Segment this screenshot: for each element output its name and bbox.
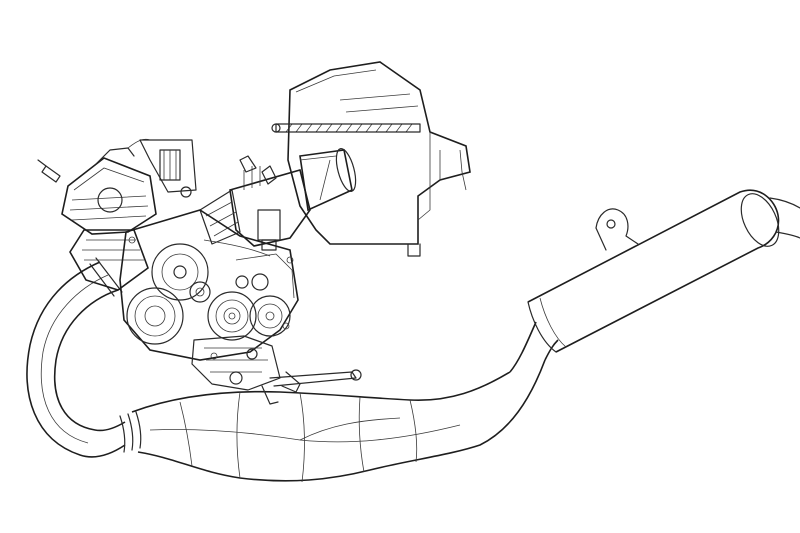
- silencer: [527, 189, 800, 353]
- exhaust-pipe: [26, 257, 559, 483]
- airbox: [271, 61, 471, 257]
- engine: [37, 138, 362, 405]
- filter-hatching: [285, 123, 413, 133]
- carburetor: [199, 148, 357, 251]
